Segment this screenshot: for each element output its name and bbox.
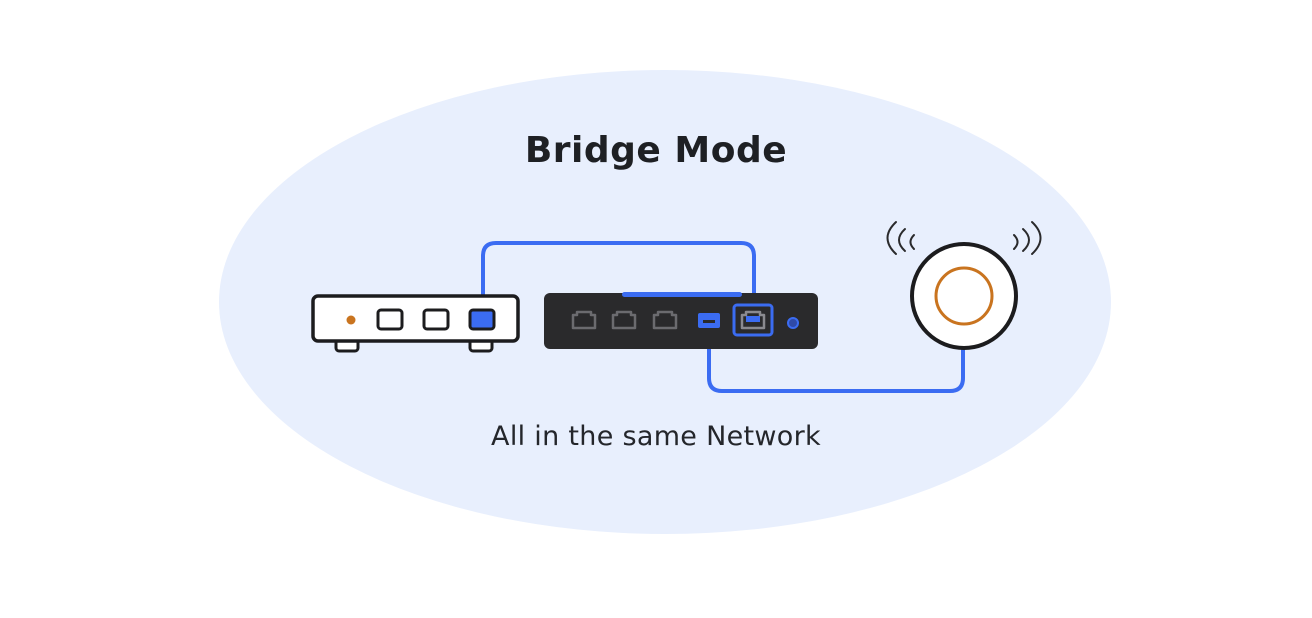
router-port-1 xyxy=(571,310,597,330)
wifi-signal-right-icon xyxy=(1013,221,1042,255)
router-port-wan-highlight xyxy=(732,303,774,337)
modem-status-led xyxy=(346,315,356,325)
access-point-ring xyxy=(934,266,994,326)
router-status-bar xyxy=(622,292,742,297)
router-icon xyxy=(544,292,818,349)
router-body xyxy=(544,293,818,349)
diagram-caption: All in the same Network xyxy=(491,421,821,452)
router-port-2 xyxy=(611,310,637,330)
wifi-signal-left-icon xyxy=(886,221,915,255)
modem-port-1 xyxy=(376,308,404,331)
router-port-wan-plug xyxy=(746,316,760,322)
modem-port-active xyxy=(468,308,496,331)
router-power-led xyxy=(787,317,799,329)
modem-icon xyxy=(311,294,520,353)
cable-router-to-access-point xyxy=(707,323,965,393)
router-port-wan xyxy=(740,310,766,330)
cable-modem-to-router xyxy=(481,241,756,318)
modem-port-2 xyxy=(422,308,450,331)
access-point-icon xyxy=(886,221,1042,350)
modem-body xyxy=(311,294,520,343)
router-port-lan-active-pins xyxy=(703,320,715,323)
router-port-3 xyxy=(652,310,678,330)
diagram-title: Bridge Mode xyxy=(524,130,788,171)
